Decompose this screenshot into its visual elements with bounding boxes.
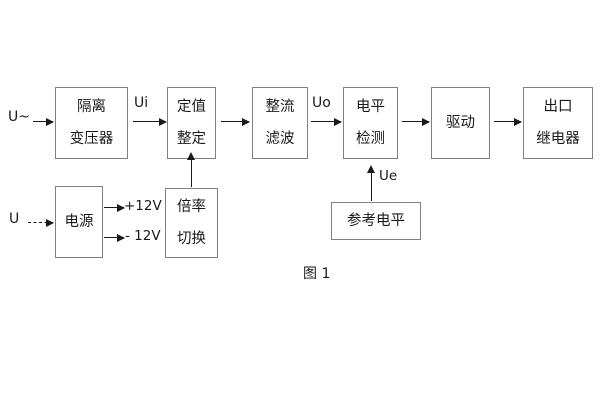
arrow-multiplier-switch-to-setpoint [187, 152, 196, 187]
block-line-1: 整流 [265, 99, 295, 115]
ac-input-label: U~ [8, 109, 30, 125]
block-line-2: 滤波 [265, 130, 295, 147]
signal-label-ue: Ue [379, 168, 398, 184]
block-output-relay: 出口 继电器 [523, 87, 593, 159]
block-drive: 驱动 [431, 87, 490, 159]
block-line-1: 电源 [64, 213, 94, 230]
signal-label-ui: Ui [134, 95, 149, 111]
block-setpoint-setting: 定值 整定 [167, 87, 216, 159]
arrow-input-to-power-supply [28, 218, 54, 227]
block-power-supply: 电源 [55, 186, 103, 258]
block-line-2: 继电器 [536, 130, 580, 147]
arrow-negative-rail [104, 233, 125, 242]
rail-label-negative: - 12V [125, 228, 161, 244]
block-line-2: 整定 [177, 130, 206, 147]
block-reference-level: 参考电平 [331, 202, 421, 240]
block-multiplier-switch: 倍率 切换 [165, 188, 218, 258]
block-line-1: 隔离 [77, 99, 106, 115]
figure-caption: 图 1 [303, 266, 331, 282]
arrow-setpoint-to-rectify-filter [221, 117, 250, 126]
block-isolation-transformer: 隔离 变压器 [55, 87, 128, 159]
arrow-input-to-isolation-transformer [33, 117, 54, 126]
block-line-2: 切换 [177, 230, 206, 247]
block-line-1: 参考电平 [347, 212, 405, 229]
block-line-1: 出口 [543, 99, 573, 115]
block-line-1: 电平 [356, 99, 385, 115]
block-rectify-filter: 整流 滤波 [252, 87, 308, 159]
arrow-positive-rail [104, 203, 125, 212]
block-level-detection: 电平 检测 [343, 87, 398, 159]
arrow-isolation-transformer-to-setpoint [133, 117, 167, 126]
arrow-rectify-filter-to-level-detection [311, 117, 342, 126]
block-line-1: 驱动 [446, 114, 475, 131]
signal-label-uo: Uo [312, 95, 331, 111]
block-line-2: 变压器 [69, 130, 114, 147]
arrow-level-detection-to-drive [402, 117, 430, 126]
rail-label-positive: +12V [124, 198, 162, 214]
block-line-1: 倍率 [177, 199, 206, 215]
dc-input-label: U [9, 211, 20, 227]
arrow-drive-to-output-relay [494, 117, 522, 126]
block-line-2: 检测 [356, 130, 385, 147]
arrow-reference-level-to-level-detection [367, 165, 376, 201]
block-line-1: 定值 [177, 99, 206, 115]
